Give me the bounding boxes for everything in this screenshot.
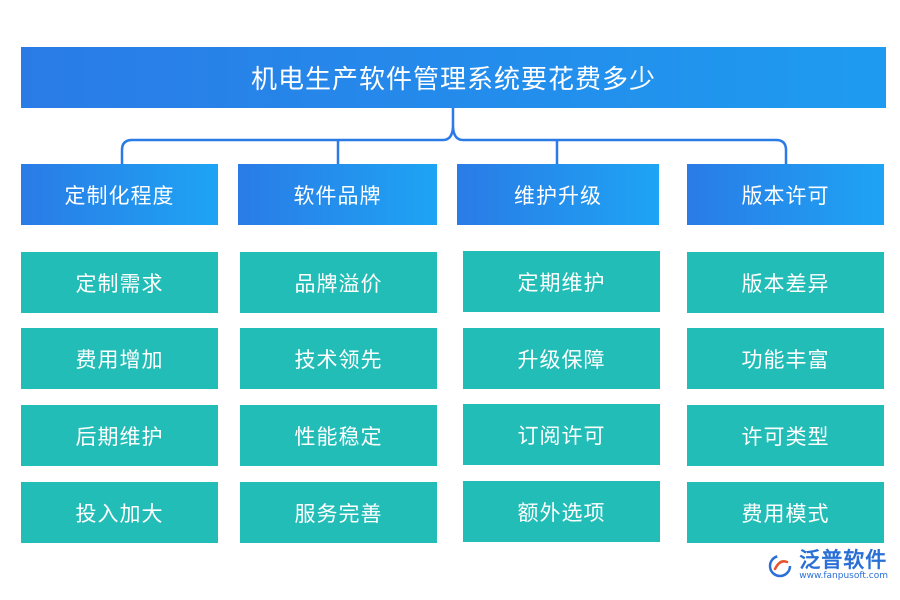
item-box: 定期维护: [463, 251, 660, 312]
item-box: 费用增加: [21, 328, 218, 389]
fanpu-logo-icon: [769, 554, 792, 577]
item-label: 品牌溢价: [294, 271, 383, 296]
item-label: 投入加大: [75, 501, 164, 526]
diagram-title-text: 机电生产软件管理系统要花费多少: [250, 65, 656, 95]
category-label: 定制化程度: [64, 183, 175, 208]
item-box: 性能稳定: [240, 405, 437, 466]
item-label: 订阅许可: [517, 423, 606, 448]
connector-brace: [120, 108, 788, 164]
category-label: 版本许可: [741, 183, 830, 208]
item-label: 版本差异: [741, 271, 830, 296]
category-brand: 软件品牌: [238, 164, 437, 225]
diagram-title: 机电生产软件管理系统要花费多少: [21, 47, 886, 108]
item-label: 定期维护: [517, 270, 606, 295]
brand-logo: 泛普软件 www.fanpusoft.com: [767, 549, 888, 582]
category-customization: 定制化程度: [21, 164, 218, 225]
item-box: 定制需求: [21, 252, 218, 313]
item-box: 后期维护: [21, 405, 218, 466]
item-box: 订阅许可: [463, 404, 660, 465]
item-label: 许可类型: [741, 424, 830, 449]
item-label: 费用模式: [741, 501, 830, 526]
item-box: 版本差异: [687, 252, 884, 313]
item-label: 性能稳定: [294, 424, 383, 449]
category-label: 软件品牌: [293, 183, 382, 208]
item-label: 升级保障: [517, 347, 606, 372]
item-box: 投入加大: [21, 482, 218, 543]
item-label: 额外选项: [517, 500, 606, 525]
item-label: 技术领先: [294, 347, 383, 372]
category-license: 版本许可: [687, 164, 884, 225]
item-label: 服务完善: [294, 501, 383, 526]
item-box: 服务完善: [240, 482, 437, 543]
category-label: 维护升级: [514, 183, 602, 208]
logo-name: 泛普软件: [799, 548, 888, 572]
item-box: 费用模式: [687, 482, 884, 543]
item-box: 品牌溢价: [240, 252, 437, 313]
item-box: 许可类型: [687, 405, 884, 466]
item-label: 定制需求: [75, 271, 164, 296]
category-maintenance: 维护升级: [457, 164, 659, 225]
item-box: 额外选项: [463, 481, 660, 542]
item-box: 功能丰富: [687, 328, 884, 389]
item-box: 技术领先: [240, 328, 437, 389]
item-label: 功能丰富: [741, 347, 830, 372]
item-label: 费用增加: [75, 347, 164, 372]
logo-text: 泛普软件 www.fanpusoft.com: [799, 549, 888, 582]
logo-url: www.fanpusoft.com: [799, 571, 888, 581]
item-label: 后期维护: [75, 424, 164, 449]
item-box: 升级保障: [463, 328, 660, 389]
